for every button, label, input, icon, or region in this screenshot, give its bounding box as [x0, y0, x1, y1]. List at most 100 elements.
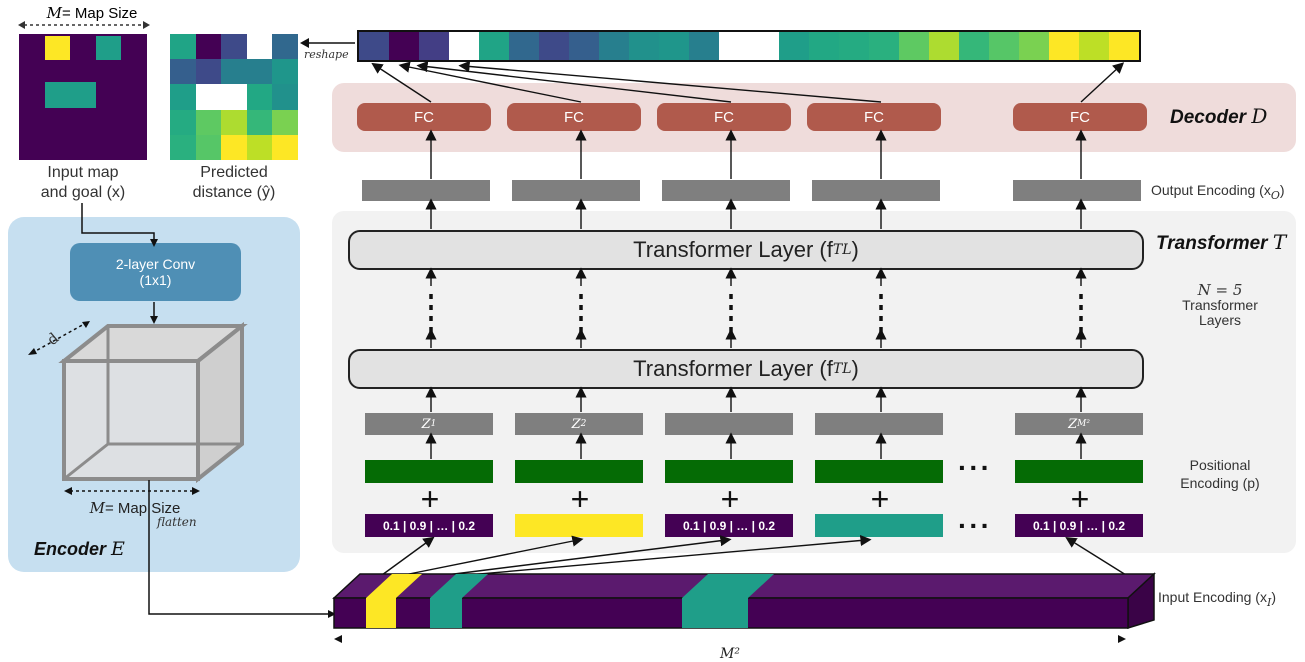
flatten-label: flatten	[157, 515, 197, 529]
output-encoding-bar-4	[812, 180, 940, 201]
output-encoding-bar-1	[362, 180, 490, 201]
output-strip-cell	[959, 32, 989, 60]
output-strip-cell	[839, 32, 869, 60]
flatten-arrow	[148, 480, 336, 618]
decoder-title: Decoder D	[1170, 104, 1268, 128]
predicted-grid-cell	[195, 84, 222, 110]
output-strip-cell	[929, 32, 959, 60]
m2-arrow-heads	[334, 635, 1126, 643]
predicted-grid-cell	[195, 109, 222, 135]
output-strip-cell	[1079, 32, 1109, 60]
predicted-grid-cell	[246, 34, 273, 60]
fc-block-2: FC	[507, 103, 641, 131]
positional-bar-5	[1015, 460, 1143, 483]
predicted-grid-cell	[221, 59, 247, 85]
plus-sign-3: +	[720, 481, 740, 517]
fc-block-5: FC	[1013, 103, 1147, 131]
predicted-grid-cell	[170, 109, 196, 135]
output-strip	[357, 30, 1141, 62]
output-strip-cell	[419, 32, 449, 60]
input-encoding-strip	[332, 572, 1156, 630]
token-box-2-goal	[515, 514, 643, 537]
output-strip-cell	[359, 32, 389, 60]
predicted-grid-cell	[221, 34, 247, 60]
token-box-1: 0.1 | 0.9 | … | 0.2	[365, 514, 493, 537]
obstacle-cell	[96, 36, 121, 60]
output-strip-cell	[1109, 32, 1139, 60]
predicted-grid-cell	[246, 109, 273, 135]
output-strip-cell	[869, 32, 899, 60]
positional-bar-1	[365, 460, 493, 483]
plus-sign-5: +	[1070, 481, 1090, 517]
output-strip-cell	[779, 32, 809, 60]
predicted-grid-cell	[246, 84, 273, 110]
map-size-arrow	[18, 21, 150, 29]
output-strip-cell	[689, 32, 719, 60]
plus-sign-1: +	[420, 481, 440, 517]
output-strip-cell	[899, 32, 929, 60]
predicted-grid-cell	[272, 84, 298, 110]
positional-bar-4	[815, 460, 943, 483]
ellipsis-tokens: ···	[958, 510, 992, 541]
predicted-grid-cell	[272, 134, 298, 160]
predicted-grid-cell	[170, 84, 196, 110]
predicted-grid-cell	[272, 59, 298, 85]
output-encoding-label: Output Encoding (xO)	[1151, 182, 1285, 202]
output-strip-cell	[659, 32, 689, 60]
predicted-grid-cell	[221, 134, 247, 160]
token-box-4-obstacle	[815, 514, 943, 537]
encoder-cube	[28, 203, 248, 495]
positional-bar-2	[515, 460, 643, 483]
predicted-caption: Predicted distance (ŷ)	[192, 164, 276, 201]
output-strip-cell	[509, 32, 539, 60]
goal-cell	[45, 36, 70, 60]
conv-block: 2-layer Conv (1x1)	[70, 243, 241, 301]
predicted-grid-cell	[272, 34, 298, 60]
plus-sign-4: +	[870, 481, 890, 517]
output-strip-cell	[539, 32, 569, 60]
output-strip-cell	[479, 32, 509, 60]
output-strip-cell	[1049, 32, 1079, 60]
token-box-3: 0.1 | 0.9 | … | 0.2	[665, 514, 793, 537]
output-strip-cell	[809, 32, 839, 60]
output-strip-cell	[989, 32, 1019, 60]
predicted-grid-cell	[246, 59, 273, 85]
output-strip-cell	[719, 32, 749, 60]
output-strip-cell	[569, 32, 599, 60]
input-map	[19, 34, 147, 160]
output-encoding-bar-5	[1013, 180, 1141, 201]
predicted-grid-cell	[170, 34, 196, 60]
predicted-grid-cell	[195, 59, 222, 85]
output-strip-cell	[629, 32, 659, 60]
predicted-grid-cell	[221, 84, 247, 110]
token-box-5: 0.1 | 0.9 | … | 0.2	[1015, 514, 1143, 537]
fc-block-4: FC	[807, 103, 941, 131]
m2-label: M²	[720, 646, 740, 662]
positional-bar-3	[665, 460, 793, 483]
output-encoding-bar-2	[512, 180, 640, 201]
transformer-title: Transformer T	[1156, 230, 1287, 254]
plus-sign-2: +	[570, 481, 590, 517]
transformer-n-label: N = 5 Transformer Layers	[1182, 281, 1258, 328]
z-box-4	[815, 413, 943, 435]
output-strip-cell	[389, 32, 419, 60]
positional-encoding-label: Positional Encoding (p)	[1180, 457, 1260, 491]
input-map-caption: Input map and goal (x)	[40, 164, 126, 201]
predicted-grid-cell	[195, 34, 222, 60]
encoder-title: Encoder E	[34, 538, 125, 560]
predicted-grid-cell	[246, 134, 273, 160]
fc-block-3: FC	[657, 103, 791, 131]
z-box-3	[665, 413, 793, 435]
predicted-grid-cell	[221, 109, 247, 135]
output-encoding-bar-3	[662, 180, 790, 201]
input-encoding-label: Input Encoding (xI)	[1158, 589, 1276, 609]
output-strip-cell	[599, 32, 629, 60]
reshape-label: reshape	[304, 48, 349, 61]
reshape-arrow	[300, 38, 355, 48]
output-strip-cell	[749, 32, 779, 60]
